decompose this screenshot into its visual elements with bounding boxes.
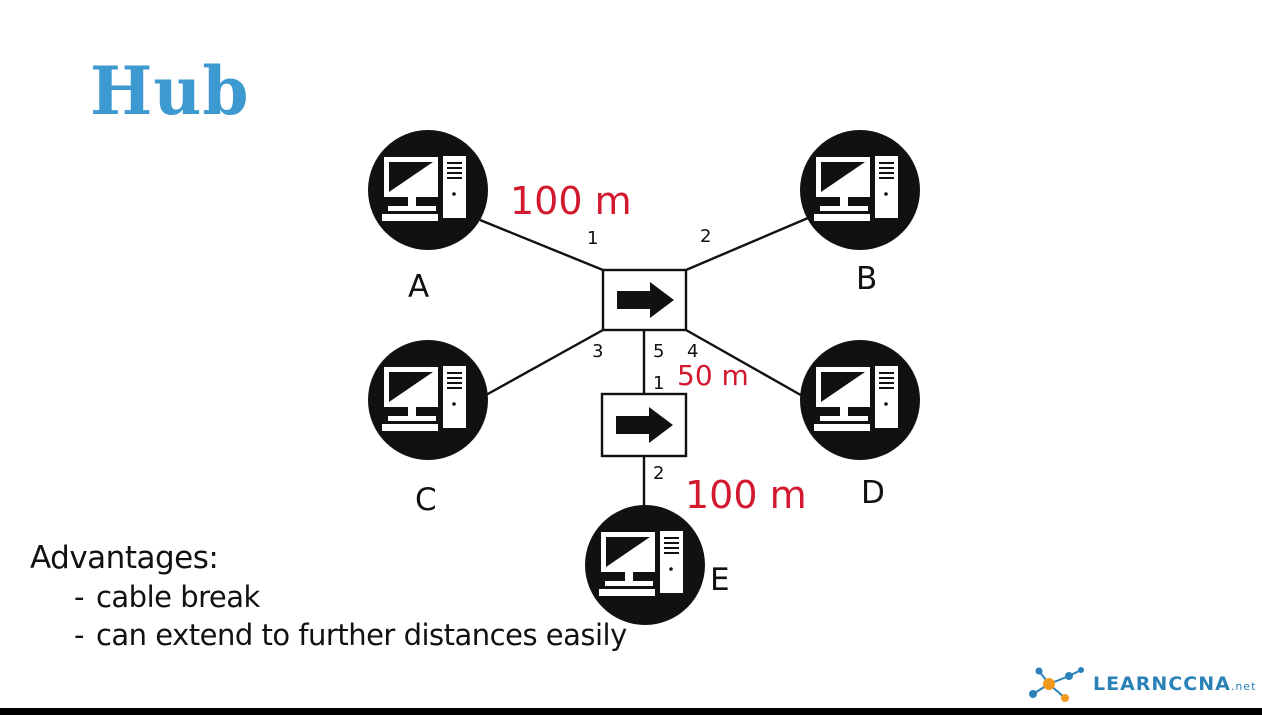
hub-device-2 [600, 392, 688, 458]
link-c-hub [485, 328, 604, 397]
hub-device-1 [601, 268, 688, 332]
arrow-right-icon [617, 282, 674, 318]
device-label-a: A [408, 269, 429, 305]
bottom-bar [0, 708, 1262, 715]
brand-logo: LEARNCCNA.net [1025, 664, 1256, 704]
link-b-hub [685, 216, 809, 272]
distance-label-a-hub: 100 m [510, 179, 632, 223]
hub1-port-label: 2 [700, 226, 711, 247]
brand-name: LEARNCCNA.net [1093, 673, 1257, 695]
advantage-item: -cable break [74, 580, 260, 614]
link-d-hub [685, 328, 807, 400]
computer-icon-b [800, 130, 920, 250]
distance-label-hub-e: 100 m [685, 473, 807, 517]
links [479, 216, 809, 508]
hub1-port-label: 3 [592, 341, 603, 362]
network-nodes-icon [1029, 667, 1084, 702]
hub2-port-label: 1 [653, 373, 664, 394]
computer-icon-d [800, 340, 920, 460]
link-a-hub [479, 218, 604, 272]
hub1-port-label: 1 [587, 228, 598, 249]
arrow-right-icon [616, 407, 673, 443]
hub2-port-label: 2 [653, 463, 664, 484]
device-label-d: D [861, 475, 885, 511]
advantages-notes: Advantages: -cable break -can extend to … [30, 540, 627, 652]
device-label-e: E [710, 562, 730, 598]
computer-icon-a [368, 130, 488, 250]
device-label-b: B [856, 261, 877, 297]
advantage-item: -can extend to further distances easily [74, 618, 627, 652]
page-title: Hub [90, 52, 250, 130]
device-label-c: C [415, 482, 437, 518]
distance-label-hub-hub: 50 m [677, 359, 749, 392]
computer-icon-c [368, 340, 488, 460]
hub1-port-label: 5 [653, 341, 664, 362]
hub1-port-label: 4 [687, 341, 698, 362]
advantages-heading: Advantages: [30, 540, 219, 576]
